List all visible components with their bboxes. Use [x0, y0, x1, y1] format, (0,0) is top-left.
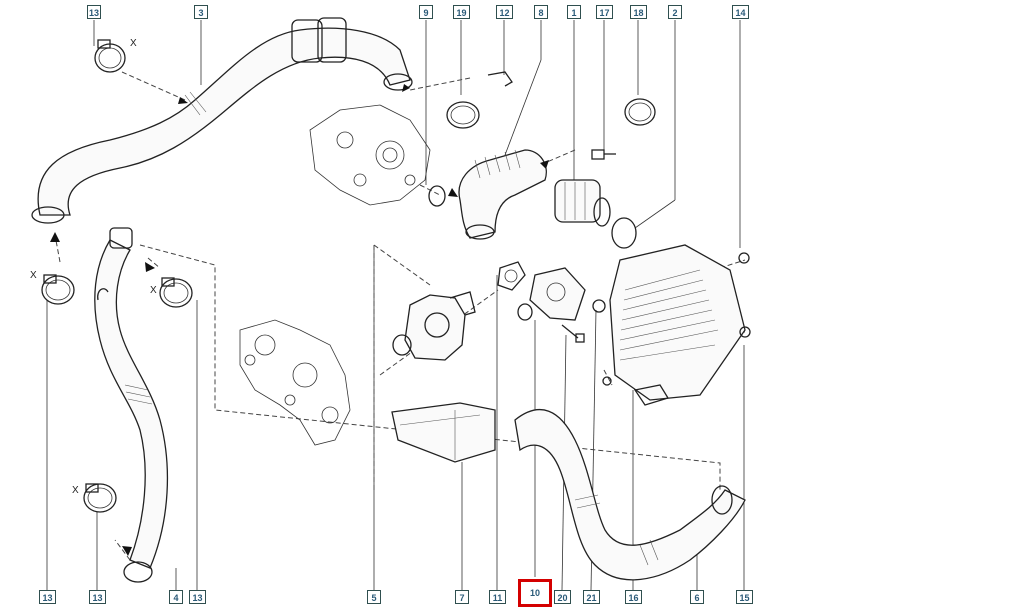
part-label-6: 6 [690, 590, 704, 604]
part-label-10-highlighted: 10 [518, 579, 552, 607]
housing-10 [517, 267, 586, 321]
part-label-16: 16 [625, 590, 642, 604]
part-label-9: 9 [419, 5, 433, 19]
part-label-7: 7 [455, 590, 469, 604]
dimension-x-mark: X [150, 285, 157, 296]
part-label-17: 17 [596, 5, 613, 19]
clamp-13-bottom [83, 483, 117, 513]
leader-lines-top [93, 20, 741, 248]
connector-1 [554, 179, 611, 227]
dimension-x-mark: X [30, 270, 37, 281]
bolt-20 [561, 324, 585, 343]
throttle-body-5 [392, 291, 476, 361]
part-label-13: 13 [89, 590, 106, 604]
nut-21 [592, 299, 606, 313]
intercooler-16 [602, 244, 751, 406]
hose-6 [514, 409, 746, 581]
dimension-x-mark: X [72, 485, 79, 496]
part-label-2: 2 [668, 5, 682, 19]
clamp-18 [624, 98, 656, 126]
part-label-11: 11 [489, 590, 506, 604]
part-label-8: 8 [534, 5, 548, 19]
part-label-21: 21 [583, 590, 600, 604]
part-label-13: 13 [87, 5, 101, 19]
hose-4 [94, 227, 169, 583]
o-ring-2 [611, 217, 637, 249]
clamp-13-middle [159, 277, 193, 308]
part-label-14: 14 [732, 5, 749, 19]
hose-3 [31, 17, 413, 224]
part-label-19: 19 [453, 5, 470, 19]
part-label-12: 12 [496, 5, 513, 19]
part-label-1: 1 [567, 5, 581, 19]
clamp-19 [446, 101, 480, 129]
part-label-3: 3 [194, 5, 208, 19]
assembly-dashed-lines [54, 71, 746, 561]
part-label-20: 20 [554, 590, 571, 604]
clamp-13-left [41, 274, 75, 305]
clamp-13-top [94, 39, 126, 73]
gasket-11 [497, 261, 526, 291]
spring-clip-12 [487, 71, 513, 87]
engine-block-ghost [309, 104, 431, 206]
dimension-x-mark: X [130, 38, 137, 49]
part-label-4: 4 [169, 590, 183, 604]
duct-7 [391, 402, 496, 463]
part-label-13: 13 [39, 590, 56, 604]
part-label-15: 15 [736, 590, 753, 604]
part-label-18: 18 [630, 5, 647, 19]
part-label-5: 5 [367, 590, 381, 604]
hose-8 [458, 149, 547, 240]
direction-arrows [50, 84, 549, 556]
part-label-13: 13 [189, 590, 206, 604]
turbo-assembly-ghost [239, 319, 351, 446]
bolt-17 [591, 149, 616, 160]
ring-9 [428, 185, 446, 207]
